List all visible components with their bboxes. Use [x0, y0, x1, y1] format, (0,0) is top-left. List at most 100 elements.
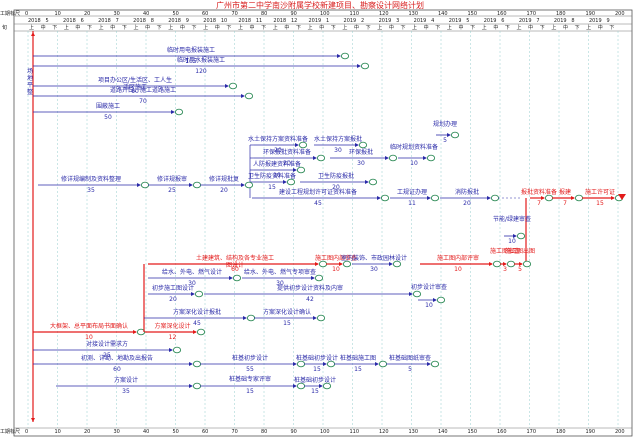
- site-leveling-label: 场地平整: [26, 68, 33, 96]
- month-label: 6: [501, 18, 505, 24]
- event-node: [430, 194, 440, 202]
- task-label: 桩基础初步设计: [295, 355, 338, 362]
- event-node: [192, 382, 202, 390]
- top-tick-label: 170: [526, 11, 537, 17]
- event-node: [322, 382, 332, 390]
- tenday-label: 下: [87, 25, 93, 31]
- arrow-head: [427, 196, 431, 200]
- bottom-tick-label: 40: [143, 429, 150, 435]
- task-label: 水土保持方案资料准备: [247, 136, 308, 143]
- arrow-head: [241, 183, 245, 187]
- task-duration: 15: [313, 366, 321, 373]
- tenday-label: 上: [63, 25, 69, 31]
- task-label: 环保报批: [348, 149, 373, 156]
- tenday-label: 上: [29, 25, 35, 31]
- task-duration: 7: [563, 200, 567, 207]
- bottom-tick-label: 200: [615, 429, 625, 435]
- task-label: 提供初步设计资料及内审: [276, 285, 343, 292]
- arrow-head: [385, 156, 389, 160]
- tenday-label: 中: [284, 25, 290, 31]
- event-node: [522, 260, 532, 268]
- month-label: 12: [290, 18, 298, 24]
- bottom-tick-label: 70: [231, 429, 238, 435]
- task-label: 建设工程规划许可证资料准备: [278, 189, 357, 196]
- month-label: 2018: [238, 18, 252, 24]
- event-node: [192, 360, 202, 368]
- task-duration: 45: [314, 200, 322, 207]
- tenday-label: 下: [400, 25, 406, 31]
- arrow-head: [293, 168, 297, 172]
- arrow-head: [489, 262, 493, 266]
- task-label: 卫生防疫报批: [317, 173, 354, 180]
- task-duration: 5: [518, 266, 522, 273]
- tenday-label: 下: [191, 25, 197, 31]
- event-node: [192, 181, 202, 189]
- arrow-head: [389, 262, 393, 266]
- task-duration: 30: [357, 160, 365, 167]
- task-duration: 35: [122, 388, 130, 395]
- task-duration: 20: [274, 147, 282, 154]
- tenday-label: 中: [597, 25, 603, 31]
- tenday-label: 上: [168, 25, 174, 31]
- event-node: [436, 296, 446, 304]
- month-label: 2019: [518, 18, 532, 24]
- tenday-label: 中: [354, 25, 360, 31]
- task-label: 规划办理: [432, 121, 457, 128]
- month-label: 2018: [133, 18, 146, 24]
- month-label: 10: [220, 18, 228, 24]
- bottom-tick-label: 90: [290, 429, 297, 435]
- task-label: 施工图内部审查: [314, 255, 357, 262]
- task-duration: 20: [220, 187, 228, 194]
- arrow-head: [293, 384, 297, 388]
- tenday-row-label: 旬: [2, 25, 8, 31]
- bottom-tick-label: 120: [379, 429, 389, 435]
- task-label: 给水、外电、燃气专项审查: [243, 269, 316, 276]
- arrow-head: [357, 64, 361, 68]
- task-duration: 20: [332, 184, 340, 191]
- tenday-label: 下: [330, 25, 336, 31]
- bottom-tick-label: 50: [172, 429, 179, 435]
- month-label: 2018: [203, 18, 217, 24]
- event-node: [244, 181, 254, 189]
- arrow-head: [319, 384, 323, 388]
- bottom-tick-label: 180: [556, 429, 566, 435]
- top-tick-label: 90: [290, 11, 297, 17]
- arrow-head: [229, 276, 233, 280]
- task-duration: 30: [276, 280, 284, 287]
- bottom-tick-label: 80: [261, 429, 268, 435]
- arrow-head: [487, 196, 491, 200]
- tenday-label: 中: [493, 25, 499, 31]
- tenday-label: 下: [365, 25, 371, 31]
- tenday-label: 上: [237, 25, 243, 31]
- arrow-head: [323, 362, 327, 366]
- arrow-head: [427, 362, 431, 366]
- event-node: [342, 260, 352, 268]
- task-duration: 30: [370, 266, 378, 273]
- top-tick-label: 40: [143, 11, 150, 17]
- month-label: 2018: [98, 18, 111, 24]
- arrow-head: [133, 330, 137, 334]
- month-label: 2018: [273, 18, 287, 24]
- task-duration: 50: [104, 114, 112, 121]
- event-node: [380, 194, 390, 202]
- event-node: [172, 346, 182, 354]
- arrow-head: [377, 196, 381, 200]
- task-label: 报建: [558, 189, 571, 196]
- task-label: 临时用电报装施工: [166, 47, 215, 54]
- tenday-label: 上: [342, 25, 348, 31]
- arrow-head: [433, 298, 437, 302]
- arrow-head: [193, 330, 197, 334]
- tenday-label: 中: [249, 25, 255, 31]
- arrow-head: [365, 180, 369, 184]
- top-tick-label: 200: [615, 11, 625, 17]
- event-node: [296, 382, 306, 390]
- arrow-head: [513, 234, 517, 238]
- tenday-label: 下: [121, 25, 127, 31]
- top-tick-label: 20: [84, 11, 91, 17]
- task-label: 室内装饰、市政园林设计: [340, 255, 407, 262]
- task-duration: 120: [195, 68, 207, 75]
- bottom-tick-label: 190: [585, 429, 596, 435]
- month-label: 2019: [413, 18, 427, 24]
- task-label: 对接设计需求方: [85, 341, 128, 348]
- task-label: 桩基础专家评审: [228, 376, 271, 383]
